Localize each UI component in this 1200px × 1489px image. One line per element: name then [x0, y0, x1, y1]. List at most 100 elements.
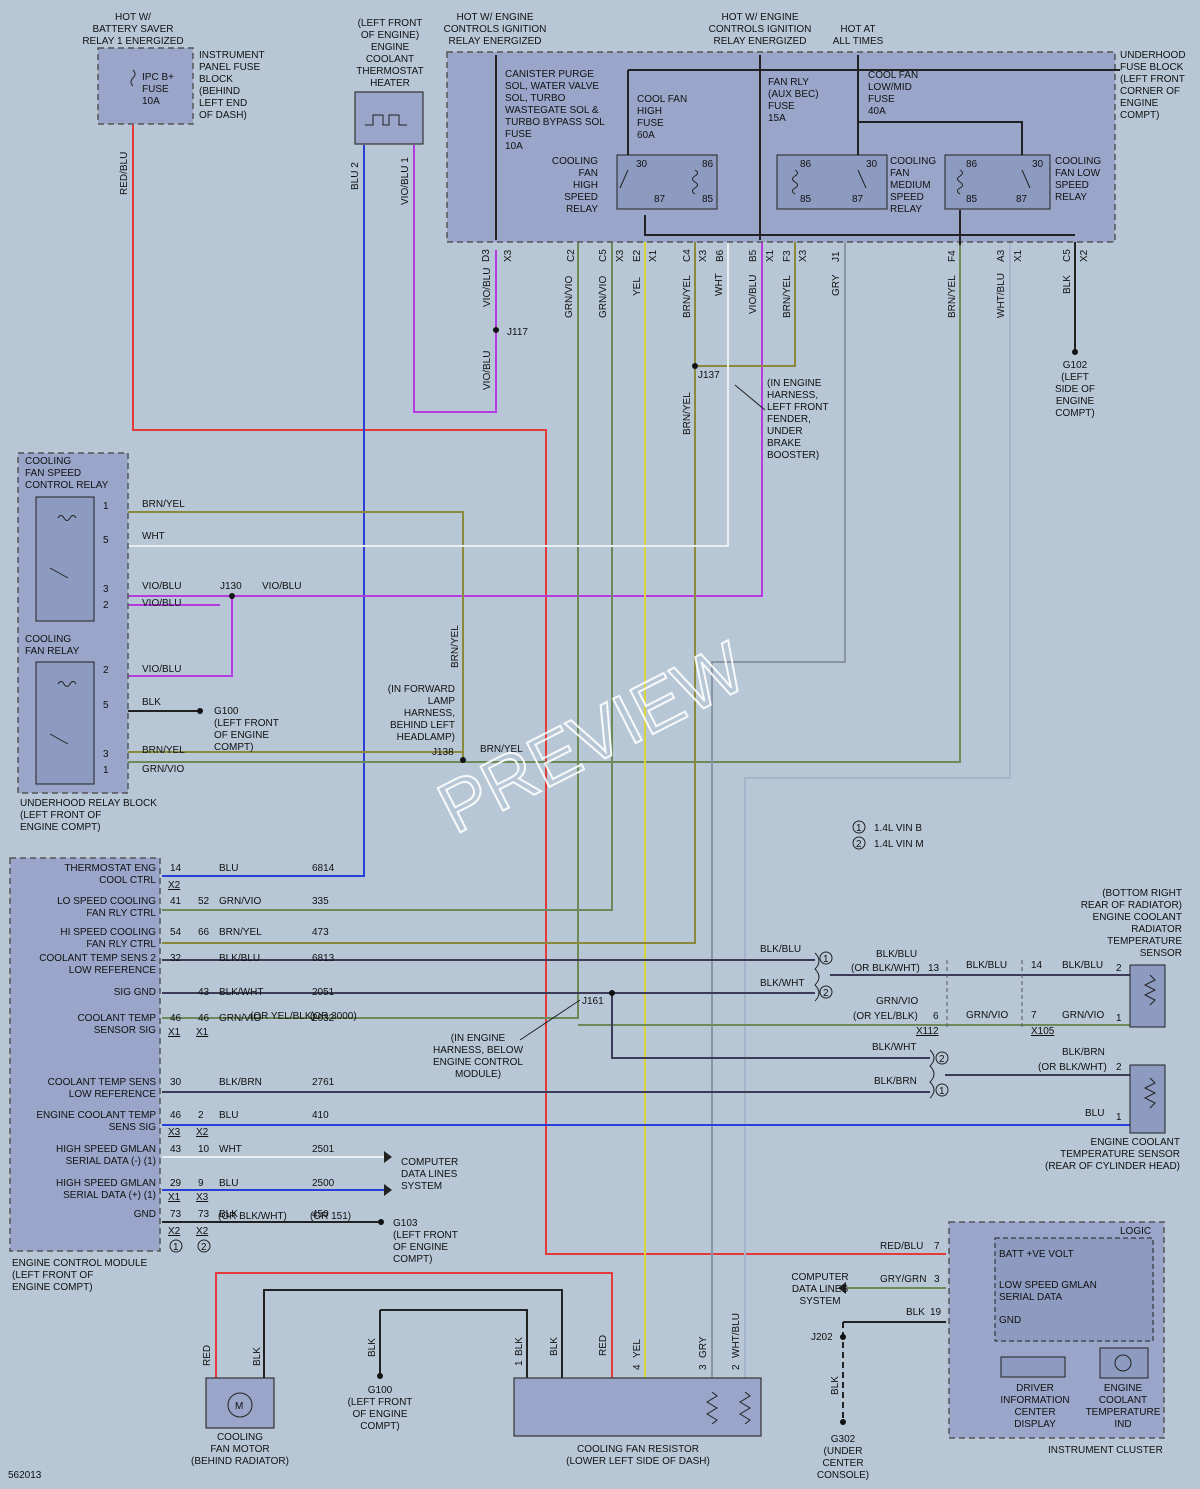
engine-control-module [9, 857, 161, 1252]
ecm-row-circuit: 6814 [312, 863, 335, 874]
cooling-fan-motor [205, 1377, 275, 1429]
j202-label: J202 [811, 1332, 833, 1343]
ecm-or-blk-wht: (OR BLK/WHT) [218, 1211, 287, 1222]
ecm-row-color: GRN/VIO [219, 1013, 261, 1024]
ecm-row-label: COOL CTRL [99, 875, 156, 886]
x-label-5: X1 [168, 1192, 181, 1203]
x112-label: X112 [916, 1026, 939, 1037]
g102-ground-icon [1072, 349, 1078, 355]
blk-resistor-label-2: BLK [549, 1337, 560, 1356]
pin-14: 14 [1031, 960, 1043, 971]
wht-wire [100, 240, 729, 547]
grn-vio-wire-1 [162, 240, 579, 1019]
blk-wht-ecm-side-label: BLK/WHT [760, 978, 804, 989]
cluster-pin-19: 19 [930, 1307, 942, 1318]
ecm-row-pin2: 43 [198, 987, 210, 998]
conn-x3c: X3 [698, 249, 709, 262]
conn-x2: X2 [1079, 249, 1090, 262]
ecm-legend-ref-1 [169, 1239, 183, 1253]
grn-vio-mid-label: GRN/VIO [876, 996, 918, 1007]
ecm-row-pin: 43 [170, 1144, 182, 1155]
blk-wht-j161-wire [611, 993, 930, 1059]
ecm-row-label: LOW REFERENCE [69, 1089, 157, 1100]
or-yel-blk-mid-label: (OR YEL/BLK) [853, 1011, 918, 1022]
x-label-4: X2 [196, 1127, 209, 1138]
ecm-row-circuit: 6813 [312, 953, 335, 964]
ecm-row-color: BLK [219, 1209, 238, 1220]
ecm-or-3000: (OR 3000) [310, 1011, 357, 1022]
j202-splice [840, 1334, 846, 1340]
radiator-thermistor-icon [1143, 974, 1157, 1006]
conn-b6: B6 [715, 249, 726, 262]
or-blk-wht-mid-label: (OR BLK/WHT) [851, 963, 920, 974]
high-speed-relay [616, 154, 718, 210]
red-resistor-label: RED [598, 1335, 609, 1356]
grn-vio-x112-label: GRN/VIO [966, 1010, 1008, 1021]
ecm-row-pin2: 9 [198, 1178, 204, 1189]
brn-yel-f3-wire [695, 240, 796, 367]
head-pin-2: 2 [1116, 1062, 1122, 1073]
blu-heater-wire [162, 145, 365, 877]
j138-splice [460, 757, 466, 763]
conn-x1b: X1 [765, 249, 776, 262]
blk-resistor-label: BLK [514, 1337, 525, 1356]
variant-brace-1 [814, 952, 820, 1002]
blk-brn-head-label: BLK/BRN [874, 1076, 917, 1087]
ecm-row-color: BLU [219, 1110, 238, 1121]
radiator-pin-1: 1 [1116, 1013, 1122, 1024]
grn-vio-relay-wire [100, 240, 961, 763]
x-label-3: X3 [168, 1127, 181, 1138]
cluster-pin-3: 3 [934, 1274, 940, 1285]
ecm-row-label: SIG GND [114, 987, 156, 998]
cluster-logic-label: LOGIC [1120, 1226, 1151, 1237]
ecm-row-pin: 54 [170, 927, 182, 938]
yel-resistor-label: YEL [632, 1339, 643, 1358]
conn-d3: D3 [481, 249, 492, 262]
ecm-row-circuit: 410 [312, 1110, 329, 1121]
x-label-7: X2 [168, 1226, 181, 1237]
fan-relay [35, 661, 95, 785]
ecm-row-pin: 30 [170, 1077, 182, 1088]
ecm-row-circuit: 2761 [312, 1077, 335, 1088]
variant-brace-2 [929, 1049, 935, 1099]
blu-2-label: BLU 2 [350, 162, 361, 190]
ecm-row-label: LO SPEED COOLING [57, 896, 156, 907]
blk-resistor-wire [380, 1309, 528, 1380]
ecm-row-pin2: 2 [198, 1110, 204, 1121]
ecm-row-label: HIGH SPEED GMLAN [56, 1178, 156, 1189]
x105-label: X105 [1031, 1026, 1055, 1037]
cluster-logic-box [994, 1237, 1154, 1342]
heater-element-icon [365, 114, 407, 126]
brn-yel-j138-label: BRN/YEL [450, 625, 461, 668]
conn-b5: B5 [748, 249, 759, 262]
ecm-row-label: GND [134, 1209, 156, 1220]
preview-watermark: PREVIEW [426, 627, 758, 849]
j137-splice [692, 363, 698, 369]
variant-ref-4-text: 1 [939, 1086, 945, 1097]
motor-symbol: M [235, 1401, 243, 1412]
ecm-row-label: SENS SIG [109, 1122, 156, 1133]
conn-j1: J1 [831, 251, 842, 262]
underhood-fuse-block [446, 51, 1116, 243]
vio-blu-b5-label: VIO/BLU [748, 275, 759, 314]
g100-bottom-ground-icon [377, 1373, 383, 1379]
ecm-legend-ref-1-text: 1 [173, 1242, 179, 1253]
vio-blu-upper-label: VIO/BLU [482, 268, 493, 307]
variant-ref-3-text: 2 [939, 1054, 945, 1065]
blk-g100-bottom-label: BLK [367, 1338, 378, 1357]
dic-display-icon [1000, 1356, 1066, 1378]
cluster-gnd-label: GND [999, 1315, 1021, 1326]
blk-g302-label: BLK [830, 1376, 841, 1395]
legend-text-2: 1.4L VIN M [874, 839, 924, 850]
ecm-row-color: BRN/YEL [219, 927, 262, 938]
cluster-gry-grn-label: GRY/GRN [880, 1274, 927, 1285]
